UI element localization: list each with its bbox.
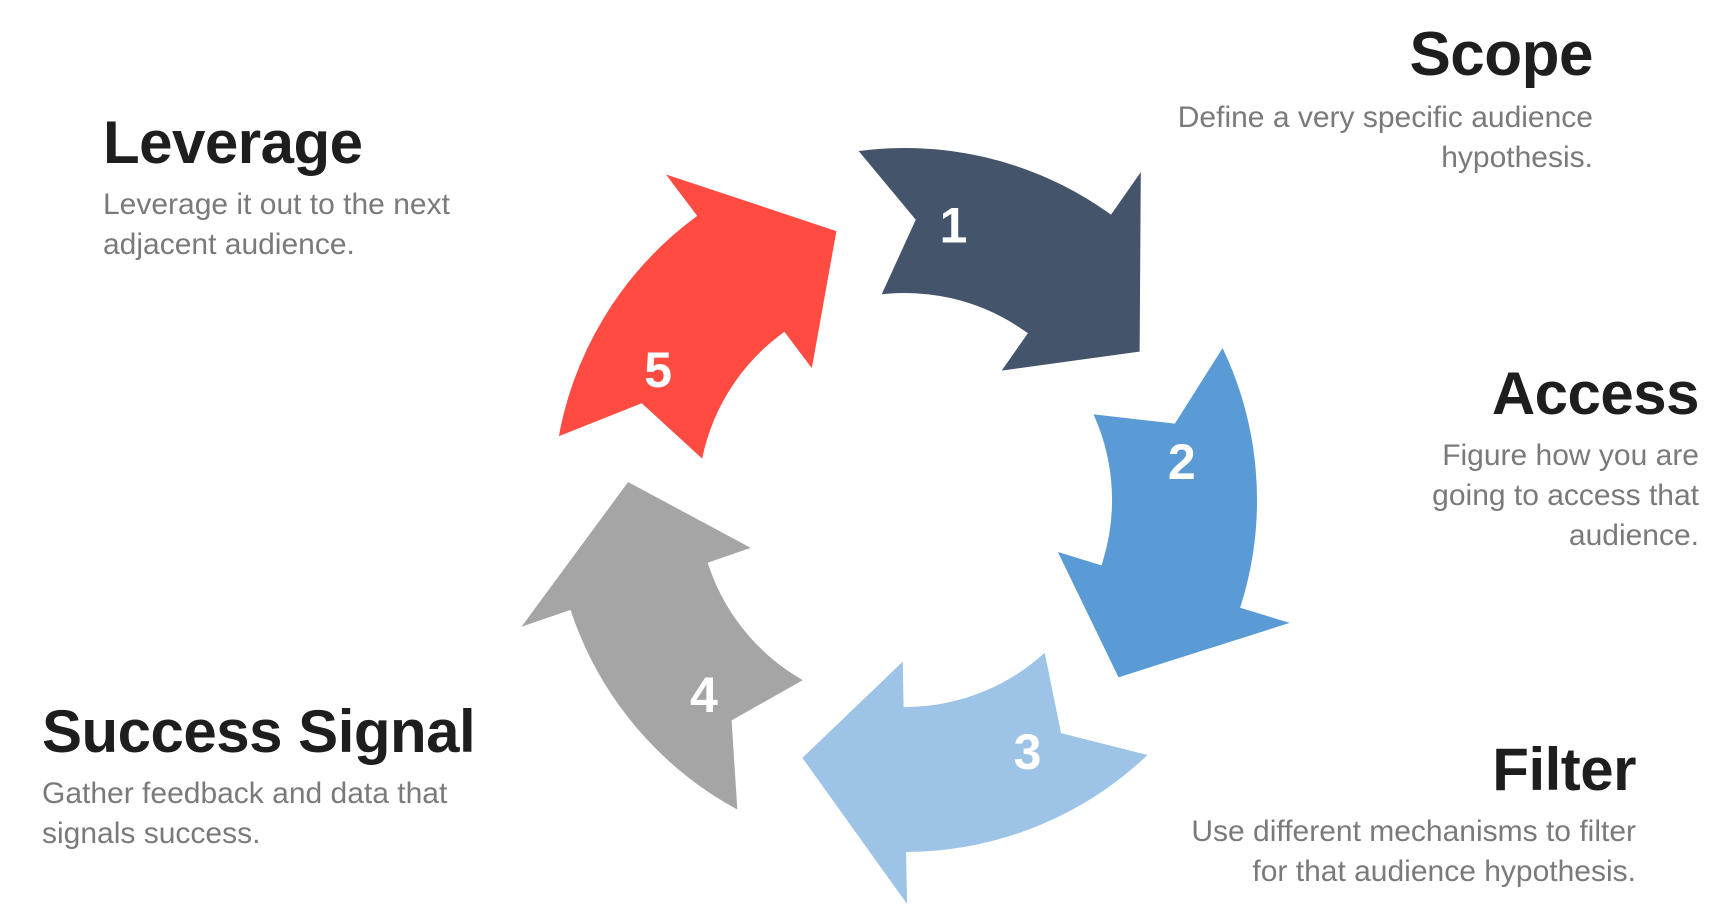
step-access-number: 2	[1168, 434, 1196, 490]
step-leverage-description: Leverage it out to the next adjacent aud…	[103, 185, 603, 265]
step-leverage-description-line: adjacent audience.	[103, 228, 355, 261]
step-access-title: Access	[1491, 360, 1700, 427]
step-access-description-line: Figure how you are	[1442, 439, 1699, 472]
step-success-signal-description-line: Gather feedback and data that	[42, 777, 448, 810]
step-leverage-number: 5	[644, 342, 672, 398]
step-access-description: Figure how you are going to access that …	[1279, 436, 1699, 556]
step-filter-label: Filter Use different mechanisms to filte…	[1036, 740, 1636, 892]
step-filter-description-line: for that audience hypothesis.	[1252, 855, 1636, 888]
step-scope-description-line: hypothesis.	[1441, 141, 1593, 174]
step-filter-title: Filter	[1492, 736, 1636, 803]
step-success-signal-label: Success Signal Gather feedback and data …	[42, 702, 622, 854]
step-success-signal-title: Success Signal	[42, 698, 476, 765]
step-access-arrow	[1038, 327, 1324, 690]
step-filter-description-line: Use different mechanisms to filter	[1191, 815, 1636, 848]
step-scope-description-line: Define a very specific audience	[1177, 101, 1593, 134]
step-leverage-title: Leverage	[103, 109, 363, 176]
step-scope-number: 1	[940, 198, 968, 254]
step-success-signal-arrow	[494, 469, 824, 827]
step-scope-description: Define a very specific audience hypothes…	[1093, 98, 1593, 178]
step-scope-label: Scope Define a very specific audience hy…	[1093, 20, 1594, 178]
step-access-description-line: going to access that	[1432, 479, 1699, 512]
step-leverage-arrow	[546, 154, 848, 479]
step-access-label: Access Figure how you are going to acces…	[1279, 364, 1699, 556]
step-leverage-description-line: Leverage it out to the next	[103, 188, 450, 221]
step-success-signal-description: Gather feedback and data that signals su…	[42, 774, 622, 854]
step-filter-description: Use different mechanisms to filter for t…	[1036, 812, 1636, 892]
step-filter-arrow	[789, 632, 1168, 912]
step-leverage-label: Leverage Leverage it out to the next adj…	[103, 113, 603, 265]
step-access-description-line: audience.	[1568, 519, 1699, 552]
step-scope-title: Scope	[1409, 20, 1593, 89]
step-filter-number: 3	[1014, 724, 1042, 780]
step-success-signal-number: 4	[690, 667, 718, 723]
step-scope-arrow	[839, 138, 1152, 384]
step-success-signal-description-line: signals success.	[42, 817, 261, 850]
